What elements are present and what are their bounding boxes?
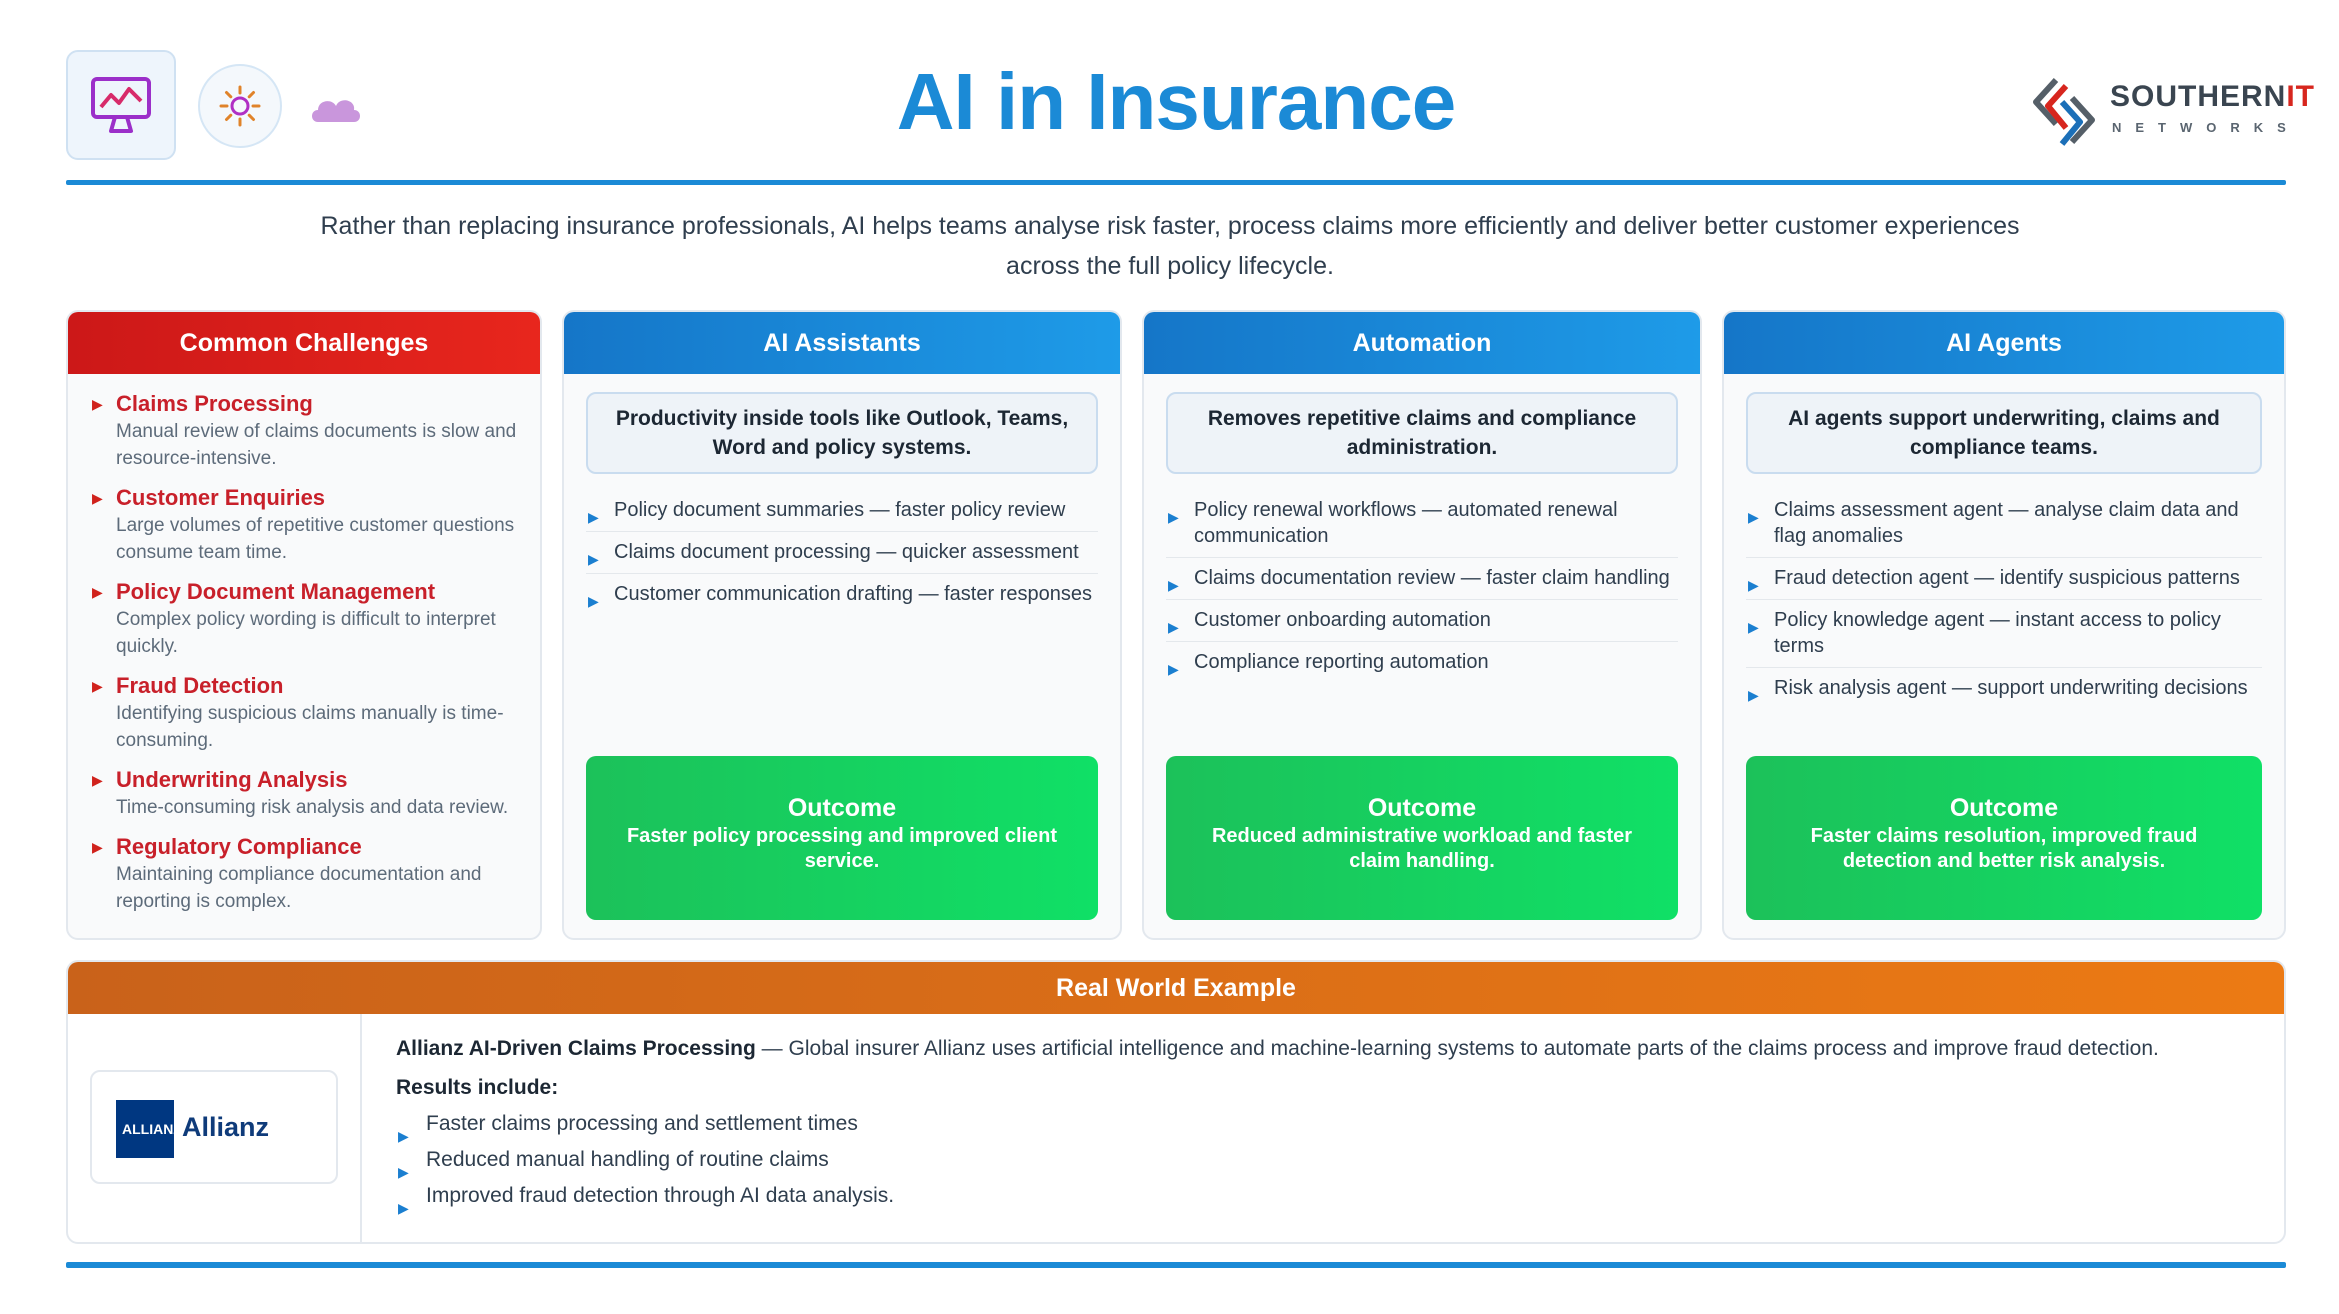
list-item: ▶Policy renewal workflows — automated re… [1166, 490, 1678, 558]
arrow-icon: ▶ [1748, 687, 1759, 703]
list-item: ▶Policy document summaries — faster poli… [586, 490, 1098, 532]
card-summary: AI agents support underwriting, claims a… [1746, 392, 2262, 474]
arrow-icon: ▶ [1748, 509, 1759, 525]
example-content: Allianz AI-Driven Claims Processing — Gl… [396, 1034, 2254, 1216]
list-item: ▶Faster claims processing and settlement… [396, 1106, 2254, 1144]
arrow-icon: ▶ [92, 772, 103, 788]
benefit-list: ▶Claims assessment agent — analyse claim… [1746, 490, 2262, 709]
header-divider [66, 180, 2286, 185]
example-description: Allianz AI-Driven Claims Processing — Gl… [396, 1037, 2159, 1060]
arrow-icon: ▶ [1168, 661, 1179, 677]
benefit-list: ▶Policy document summaries — faster poli… [586, 490, 1098, 615]
footer-divider [66, 1262, 2286, 1268]
card-heading: AI Agents [1724, 312, 2284, 374]
arrow-icon: ▶ [92, 490, 103, 506]
arrow-icon: ▶ [398, 1164, 409, 1180]
arrow-icon: ▶ [1748, 619, 1759, 635]
ai-assistants-card: AI Assistants Productivity inside tools … [562, 310, 1122, 940]
example-heading: Real World Example [68, 962, 2284, 1014]
list-item: ▶Customer communication drafting — faste… [586, 574, 1098, 615]
list-item: ▶Compliance reporting automation [1166, 642, 1678, 683]
arrow-icon: ▶ [92, 396, 103, 412]
allianz-logo-card: ALLIANZ Allianz [90, 1070, 338, 1184]
list-item: ▶Claims assessment agent — analyse claim… [1746, 490, 2262, 558]
monitor-chart-icon [66, 50, 176, 160]
logo-subtitle: NETWORKS [2112, 120, 2300, 135]
gear-icon [198, 64, 282, 148]
arrow-icon: ▶ [92, 678, 103, 694]
arrow-icon: ▶ [1748, 577, 1759, 593]
allianz-logo-mark: ALLIANZ [116, 1100, 174, 1158]
arrow-icon: ▶ [1168, 509, 1179, 525]
arrow-icon: ▶ [588, 593, 599, 609]
page-title: AI in Insurance [896, 57, 1456, 146]
real-world-example: Real World Example ALLIANZ Allianz Allia… [66, 960, 2286, 1244]
list-item: ▶Claims document processing — quicker as… [586, 532, 1098, 574]
results-label: Results include: [396, 1076, 559, 1099]
arrow-icon: ▶ [398, 1128, 409, 1144]
example-brand-panel: ALLIANZ Allianz [68, 1014, 362, 1242]
card-summary: Removes repetitive claims and compliance… [1166, 392, 1678, 474]
list-item: ▶Improved fraud detection through AI dat… [396, 1178, 2254, 1216]
automation-card: Automation Removes repetitive claims and… [1142, 310, 1702, 940]
challenges-heading: Common Challenges [68, 312, 540, 374]
results-list: ▶Faster claims processing and settlement… [396, 1106, 2254, 1216]
logo-mark-icon [2026, 72, 2106, 152]
page-header: AI in Insurance SOUTHERNIT NETWORKS [66, 50, 2314, 170]
ai-agents-card: AI Agents AI agents support underwriting… [1722, 310, 2286, 940]
arrow-icon: ▶ [92, 584, 103, 600]
card-heading: AI Assistants [564, 312, 1120, 374]
arrow-icon: ▶ [1168, 619, 1179, 635]
card-heading: Automation [1144, 312, 1700, 374]
list-item: ▶Fraud detection agent — identify suspic… [1746, 558, 2262, 600]
list-item: ▶Reduced manual handling of routine clai… [396, 1142, 2254, 1180]
allianz-logo-name: Allianz [182, 1112, 270, 1142]
arrow-icon: ▶ [92, 839, 103, 855]
outcome-box: Outcome Reduced administrative workload … [1166, 756, 1678, 920]
intro-text: Rather than replacing insurance professi… [320, 212, 2020, 280]
outcome-box: Outcome Faster claims resolution, improv… [1746, 756, 2262, 920]
arrow-icon: ▶ [588, 551, 599, 567]
southern-it-logo: SOUTHERNIT NETWORKS [2026, 72, 2314, 152]
list-item: ▶Risk analysis agent — support underwrit… [1746, 668, 2262, 709]
arrow-icon: ▶ [1168, 577, 1179, 593]
list-item: ▶Customer onboarding automation [1166, 600, 1678, 642]
logo-wordmark: SOUTHERNIT [2110, 80, 2316, 113]
arrow-icon: ▶ [588, 509, 599, 525]
card-summary: Productivity inside tools like Outlook, … [586, 392, 1098, 474]
list-item: ▶Claims documentation review — faster cl… [1166, 558, 1678, 600]
outcome-box: Outcome Faster policy processing and imp… [586, 756, 1098, 920]
list-item: ▶Policy knowledge agent — instant access… [1746, 600, 2262, 668]
arrow-icon: ▶ [398, 1200, 409, 1216]
cloud-icon [306, 88, 366, 128]
benefit-list: ▶Policy renewal workflows — automated re… [1166, 490, 1678, 683]
